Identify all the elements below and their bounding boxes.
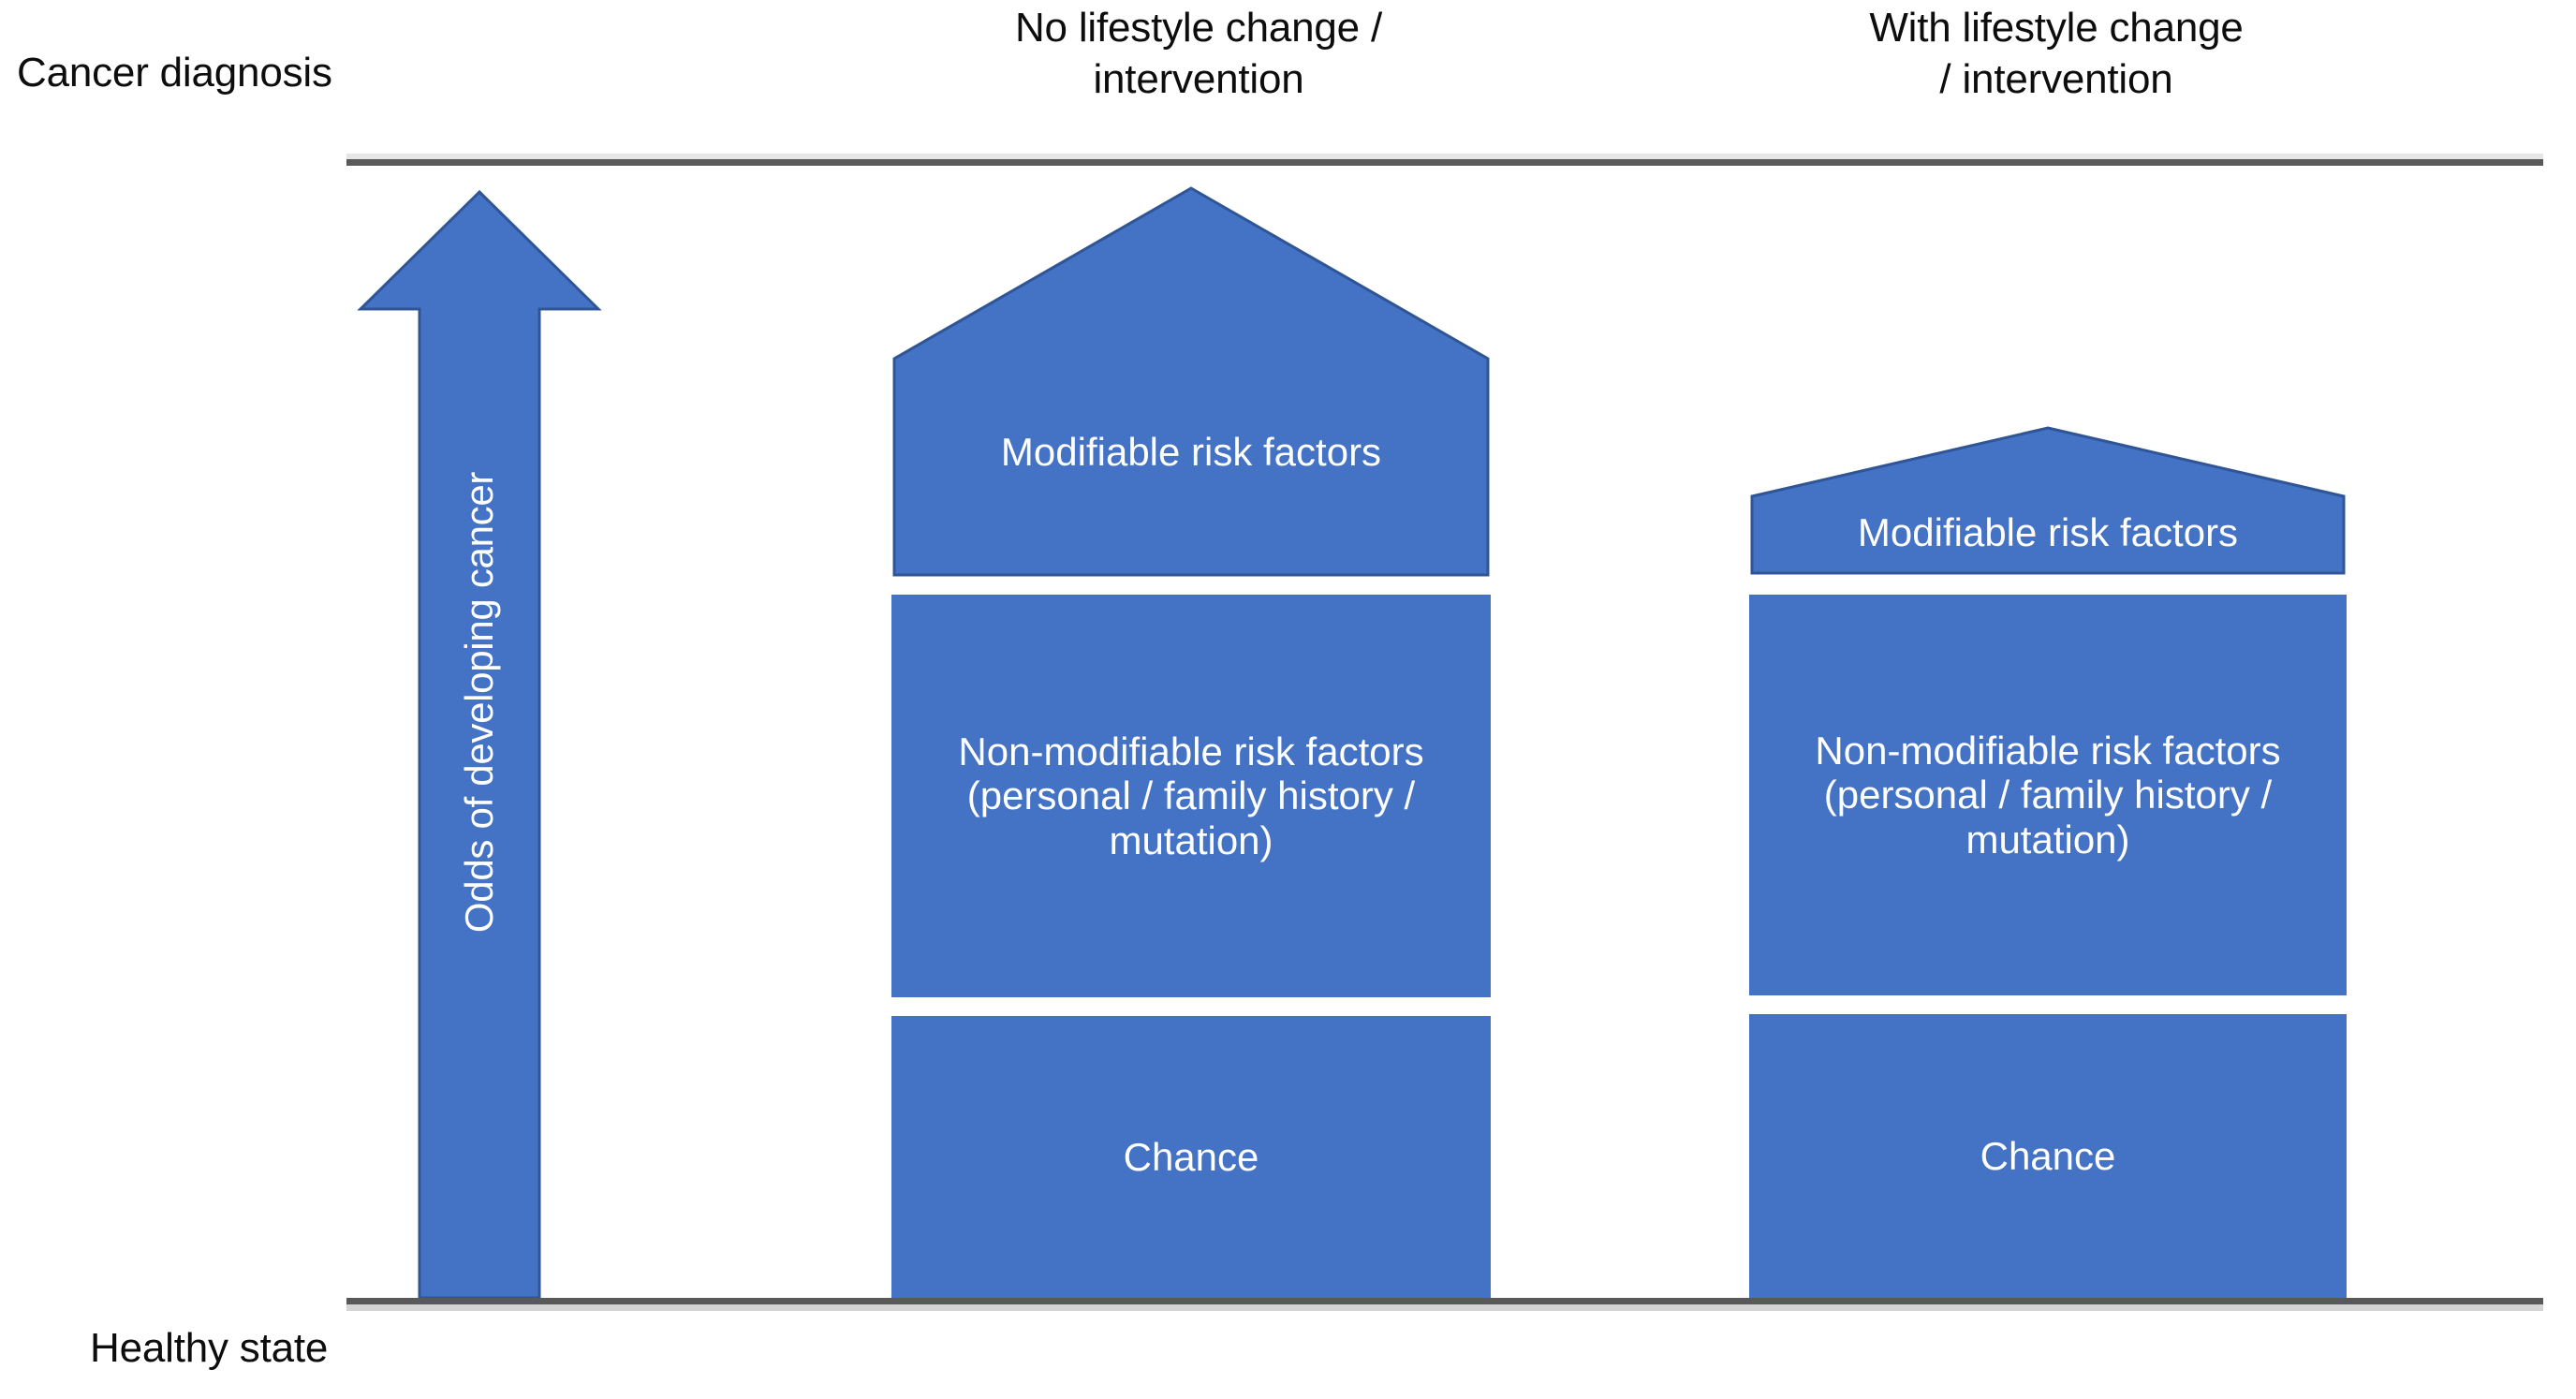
up-arrow-icon	[357, 189, 602, 1298]
segment-label: Modifiable risk factors	[1000, 429, 1382, 474]
segment-non-modifiable-risk-factors-with-change[interactable]: Non-modifiable risk factors (personal / …	[1749, 595, 2347, 995]
odds-arrow: Odds of developing cancer	[354, 185, 605, 1298]
stack-with-lifestyle-change: Modifiable risk factors Non-modifiable r…	[1749, 185, 2347, 1298]
cancer-diagnosis-label: Cancer diagnosis	[17, 50, 332, 96]
segment-label: Modifiable risk factors	[1857, 509, 2239, 554]
segment-modifiable-risk-factors-with-change[interactable]: Modifiable risk factors	[1749, 425, 2347, 576]
segment-chance-with-change[interactable]: Chance	[1749, 1014, 2347, 1298]
segment-chance-no-change[interactable]: Chance	[891, 1016, 1491, 1298]
segment-label: Non-modifiable risk factors (personal / …	[1815, 729, 2281, 861]
segment-non-modifiable-risk-factors-no-change[interactable]: Non-modifiable risk factors (personal / …	[891, 595, 1491, 997]
healthy-state-label: Healthy state	[90, 1325, 329, 1371]
pentagon-shape	[1750, 426, 2346, 575]
segment-label: Non-modifiable risk factors (personal / …	[958, 729, 1424, 862]
healthy-state-rule	[346, 1298, 2543, 1304]
column-header-no-lifestyle-change: No lifestyle change / intervention	[1014, 5, 1382, 102]
segment-label: Chance	[1980, 1133, 2116, 1178]
column-header-with-lifestyle-change: With lifestyle change / intervention	[1869, 5, 2244, 102]
pentagon-shape	[892, 186, 1490, 577]
segment-modifiable-risk-factors-no-change[interactable]: Modifiable risk factors	[891, 185, 1491, 578]
cancer-diagnosis-rule	[346, 159, 2543, 166]
stack-no-lifestyle-change: Modifiable risk factors Non-modifiable r…	[891, 185, 1491, 1298]
segment-label: Chance	[1123, 1134, 1259, 1179]
